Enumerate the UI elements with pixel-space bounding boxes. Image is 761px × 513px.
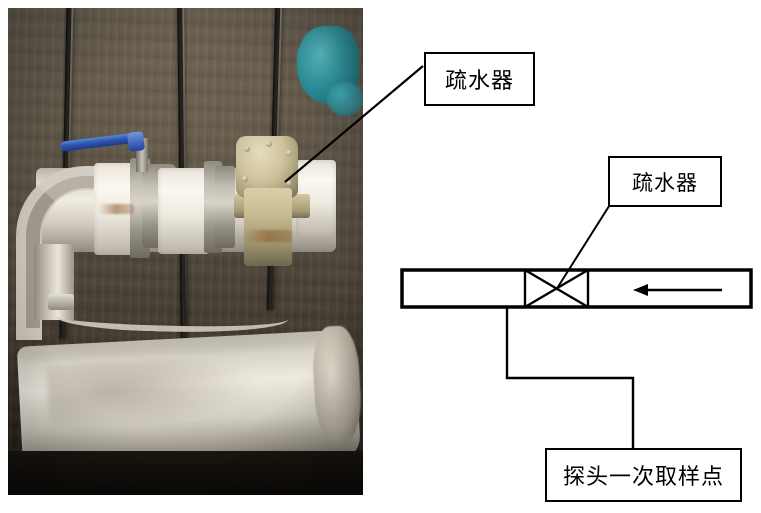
horizontal-pipe (400, 268, 753, 309)
label-text-steam-trap-diagram: 疏水器 (632, 170, 698, 195)
steam-trap-installation-photo (8, 8, 363, 495)
label-box-sample-point: 探头一次取样点 (545, 448, 742, 502)
label-text-sample-point: 探头一次取样点 (562, 464, 724, 489)
flow-direction-arrow (633, 284, 722, 296)
photo-insulation-collar (158, 168, 210, 254)
photo-trap-bolt (286, 180, 292, 186)
photo-floor-shadow (8, 451, 363, 495)
leader-trap-diagram (555, 202, 612, 291)
sampling-branch-line (505, 307, 635, 448)
photo-vignette (8, 8, 363, 495)
photo-trap-bolt (266, 141, 272, 147)
photo-steam-trap-body (244, 188, 292, 266)
label-text-steam-trap-photo: 疏水器 (444, 68, 514, 93)
steam-trap-valve-symbol (523, 268, 590, 309)
photo-tube-fitting (48, 294, 74, 310)
photo-trap-bolt (242, 176, 248, 182)
label-box-steam-trap-diagram: 疏水器 (608, 156, 722, 207)
label-box-steam-trap-photo: 疏水器 (424, 52, 535, 106)
photo-pipe-flange (215, 166, 235, 248)
photo-rust-stain (98, 204, 134, 214)
photo-rust-stain (244, 230, 292, 242)
photo-trap-bolt (244, 146, 250, 152)
